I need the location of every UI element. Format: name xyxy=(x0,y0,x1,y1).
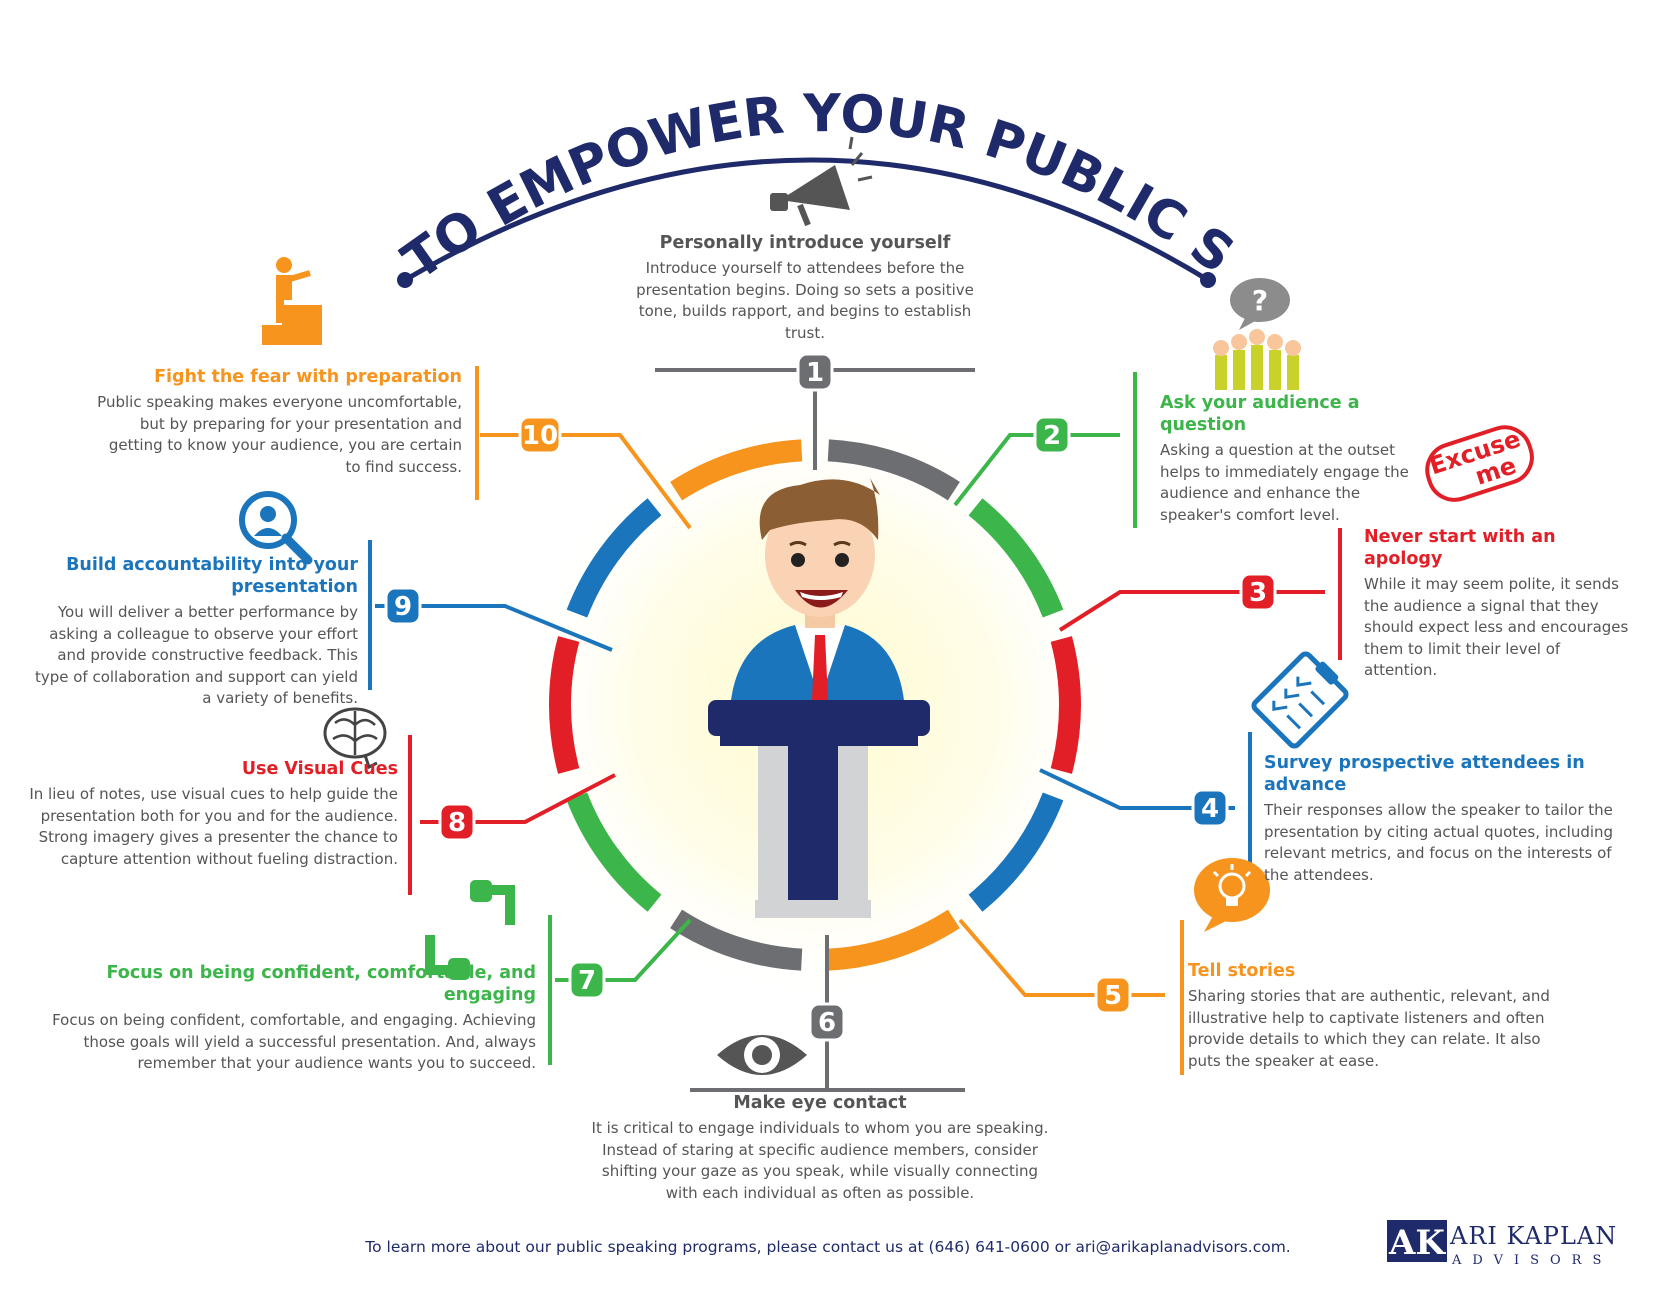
title-arc-line xyxy=(403,157,1210,283)
ring-segment-10 xyxy=(670,439,803,501)
number-badge-label-5: 5 xyxy=(1104,981,1122,1011)
ring-segment-4 xyxy=(968,792,1064,912)
tip-1-title: Personally introduce yourself xyxy=(659,233,951,253)
tip-10-title: Fight the fear with preparation xyxy=(154,367,462,387)
tip-8-body: In lieu of notes, use visual cues to hel… xyxy=(29,785,398,868)
svg-text:?: ? xyxy=(1252,284,1268,317)
ring-segment-8 xyxy=(549,636,580,774)
number-badge-label-2: 2 xyxy=(1043,421,1061,451)
tip-4: Survey prospective attendees in advance … xyxy=(1264,752,1624,886)
badges: 1 2 3 4 5 6 7 8 9 10 xyxy=(384,352,1277,1042)
ring-segment-9 xyxy=(566,498,662,618)
number-badge-label-1: 1 xyxy=(806,358,824,388)
eye-icon xyxy=(717,1035,807,1075)
lightbulb-speech-icon xyxy=(1194,858,1270,932)
number-badge-label-7: 7 xyxy=(578,966,596,996)
ring-segment-5 xyxy=(827,909,960,971)
tip-7-body: Focus on being confident, comfortable, a… xyxy=(52,1011,536,1072)
tip-4-body: Their responses allow the speaker to tai… xyxy=(1264,801,1614,884)
tip-4-title: Survey prospective attendees in advance xyxy=(1264,753,1585,795)
ring-segment-1 xyxy=(827,439,960,501)
ring-segment-6 xyxy=(670,909,803,971)
tip-5: Tell stories Sharing stories that are au… xyxy=(1188,960,1568,1072)
tip-3-title: Never start with an apology xyxy=(1364,527,1556,569)
hands-frame-icon xyxy=(425,880,515,980)
footer-contact: To learn more about our public speaking … xyxy=(365,1238,1291,1256)
megaphone-icon xyxy=(770,136,873,227)
raised-hands-question-icon: ? xyxy=(1213,278,1301,390)
tip-9-title: Build accountability into your presentat… xyxy=(66,555,358,597)
number-badge-7: 7 xyxy=(568,960,606,1000)
tip-2: Ask your audience a question Asking a qu… xyxy=(1160,392,1430,526)
number-badge-3: 3 xyxy=(1239,572,1277,612)
tip-2-title: Ask your audience a question xyxy=(1160,393,1360,435)
title-arc-left-dot xyxy=(397,272,413,288)
tip-8: Use Visual Cues In lieu of notes, use vi… xyxy=(28,758,398,870)
number-badge-1: 1 xyxy=(796,352,834,392)
tip-7: Focus on being confident, comfortable, a… xyxy=(40,962,536,1075)
brand-name: ARI KAPLAN xyxy=(1450,1222,1618,1250)
number-badge-5: 5 xyxy=(1094,975,1132,1015)
excuse-me-stamp-icon: Excuse me xyxy=(1425,425,1534,502)
number-badge-label-4: 4 xyxy=(1201,794,1219,824)
svg-text:AK: AK xyxy=(1388,1223,1446,1263)
number-badge-9: 9 xyxy=(384,586,422,626)
tip-7-title: Focus on being confident, comfortable, a… xyxy=(106,963,536,1005)
brand-logo-mark: AK xyxy=(1387,1220,1447,1263)
title-arc-right-dot xyxy=(1200,272,1216,288)
number-badge-10: 10 xyxy=(518,415,562,455)
tip-10: Fight the fear with preparation Public s… xyxy=(90,366,462,478)
tip-6-body: It is critical to engage individuals to … xyxy=(591,1119,1049,1202)
ring-segment-2 xyxy=(968,498,1064,618)
tip-1: Personally introduce yourself Introduce … xyxy=(635,232,975,344)
speaker-figure xyxy=(708,478,930,918)
tip-3-body: While it may seem polite, it sends the a… xyxy=(1364,575,1629,679)
number-badge-6: 6 xyxy=(808,1002,846,1042)
stairs-climber-icon xyxy=(262,257,322,345)
number-badge-label-8: 8 xyxy=(448,808,466,838)
page-title: 10 WAYS TO EMPOWER YOUR PUBLIC SPEAKING xyxy=(0,0,1244,303)
number-badge-2: 2 xyxy=(1033,415,1071,455)
tip-10-body: Public speaking makes everyone uncomfort… xyxy=(97,393,462,476)
tip-5-body: Sharing stories that are authentic, rele… xyxy=(1188,987,1550,1070)
number-badge-label-3: 3 xyxy=(1249,578,1267,608)
number-badge-label-9: 9 xyxy=(394,592,412,622)
number-badge-8: 8 xyxy=(438,802,476,842)
tip-1-body: Introduce yourself to attendees before t… xyxy=(636,259,974,342)
tip-8-title: Use Visual Cues xyxy=(241,759,398,779)
number-badge-label-10: 10 xyxy=(522,421,558,451)
tip-9-body: You will deliver a better performance by… xyxy=(34,603,358,707)
tip-3: Never start with an apology While it may… xyxy=(1364,526,1636,682)
brand-subtitle: ADVISORS xyxy=(1452,1253,1613,1268)
tip-5-title: Tell stories xyxy=(1188,961,1296,981)
number-badge-4: 4 xyxy=(1191,788,1229,828)
brain-icon xyxy=(323,707,387,770)
magnifier-person-icon xyxy=(239,491,313,565)
ring xyxy=(549,439,1081,971)
ring-segment-3 xyxy=(1050,636,1081,774)
tip-6-title: Make eye contact xyxy=(733,1093,907,1113)
clipboard-survey-icon xyxy=(1251,651,1349,749)
tip-6: Make eye contact It is critical to engag… xyxy=(590,1092,1050,1204)
connector-2 xyxy=(953,433,1120,507)
number-badge-label-6: 6 xyxy=(818,1008,836,1038)
tip-9: Build accountability into your presentat… xyxy=(22,554,358,710)
tip-2-body: Asking a question at the outset helps to… xyxy=(1160,441,1409,524)
ring-segment-7 xyxy=(566,792,662,912)
